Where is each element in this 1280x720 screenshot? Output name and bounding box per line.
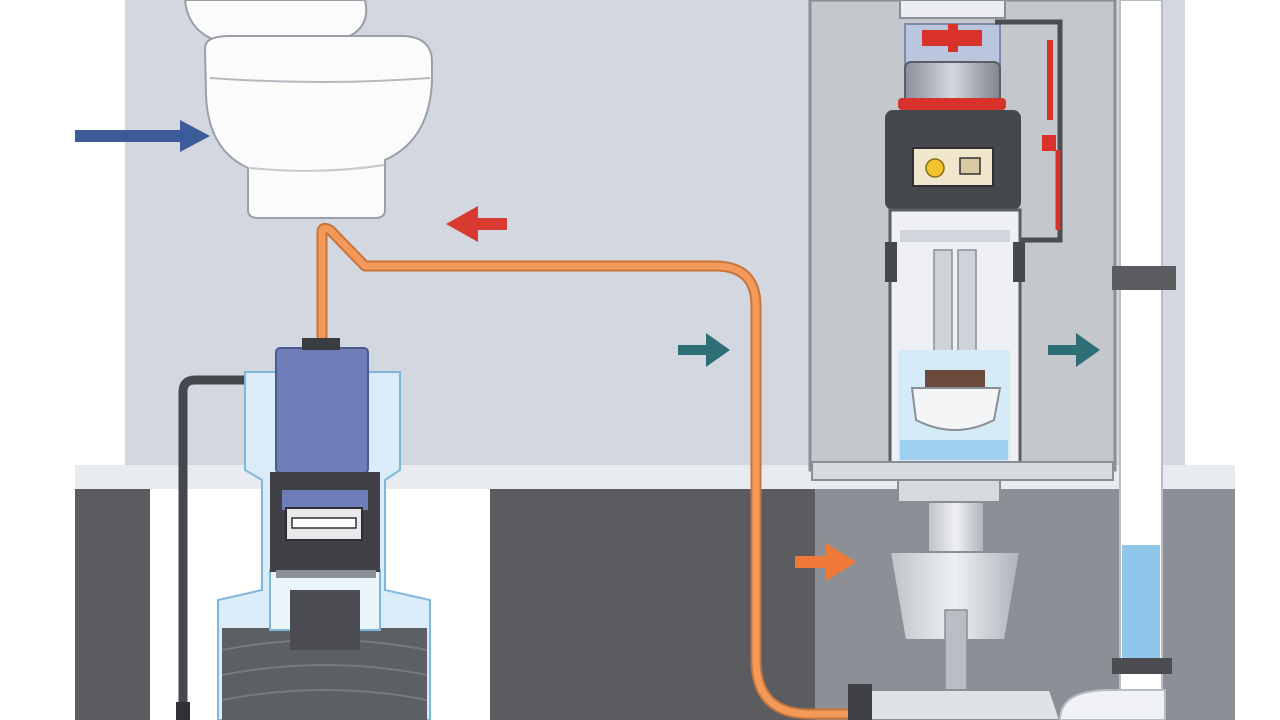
macerator-unit	[808, 0, 1117, 720]
vent-stack	[1058, 0, 1176, 720]
inflow-arrow	[75, 120, 210, 152]
suction-hose	[178, 375, 275, 710]
return-arrow	[446, 206, 507, 242]
toilet	[183, 0, 433, 219]
ejector-pump	[217, 338, 431, 720]
hose-end	[176, 702, 190, 720]
inlet-arrow	[795, 543, 856, 581]
flow-arrow-right	[1048, 333, 1100, 367]
discharge-line-inner	[318, 224, 850, 718]
flow-arrow-mid	[678, 333, 730, 367]
